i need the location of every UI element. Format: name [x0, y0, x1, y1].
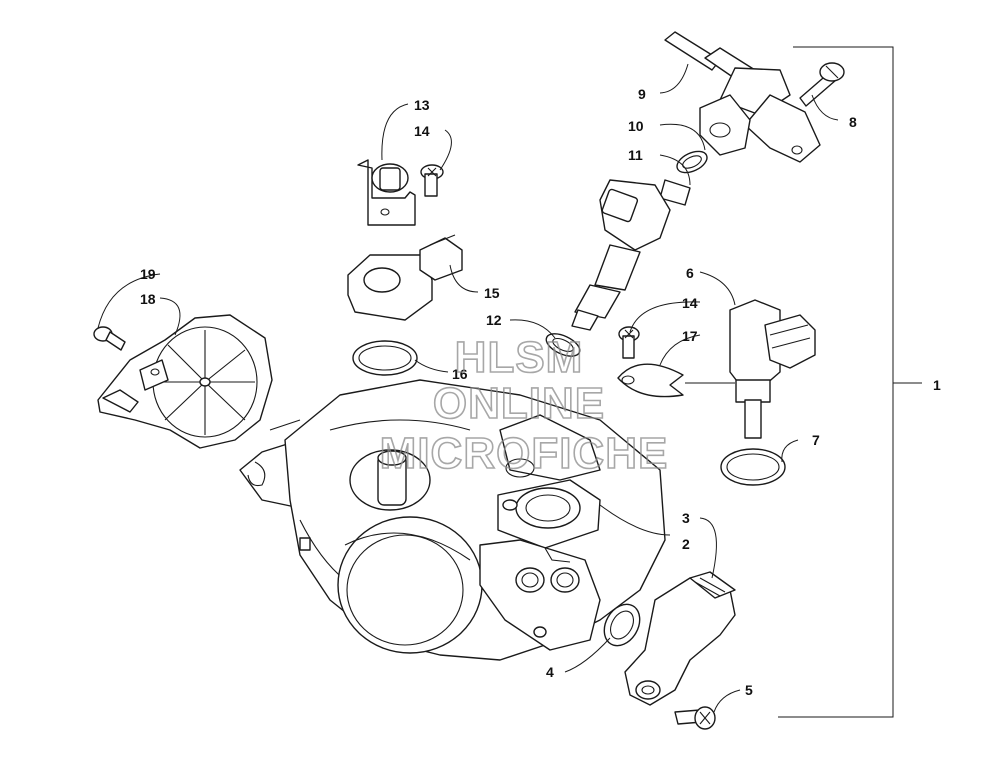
- watermark-line-2: ONLINE: [433, 379, 605, 428]
- callout-3: 3: [682, 510, 690, 526]
- watermark-line-3: MICROFICHE: [380, 429, 669, 478]
- callout-19: 19: [140, 266, 156, 282]
- assembly-bracket: [778, 46, 922, 718]
- callout-11: 11: [628, 147, 643, 163]
- throttle-body: [239, 379, 666, 661]
- clip-17: [617, 363, 684, 398]
- callout-labels: 1 2 3 4 5 6 7 8 9 10 11 12 13 14 14 15 1…: [140, 86, 941, 698]
- screw-19: [93, 326, 126, 351]
- watermark-line-1: HLSM: [455, 333, 584, 382]
- fuel-rail-connector: [664, 31, 821, 163]
- o-ring-16: [352, 340, 418, 376]
- callout-14b: 14: [682, 295, 698, 311]
- callout-6: 6: [686, 265, 694, 281]
- sensor-bracket-13: [357, 159, 416, 226]
- callout-2: 2: [682, 536, 690, 552]
- callout-15: 15: [484, 285, 500, 301]
- callout-1: 1: [933, 377, 941, 393]
- o-ring-7: [720, 448, 786, 486]
- callout-12: 12: [486, 312, 502, 328]
- callout-10: 10: [628, 118, 644, 134]
- callout-13: 13: [414, 97, 430, 113]
- screw-14-upper: [420, 164, 444, 197]
- callout-14a: 14: [414, 123, 430, 139]
- callout-4: 4: [546, 664, 554, 680]
- screw-14-lower: [618, 326, 640, 359]
- watermark: HLSM ONLINE MICROFICHE: [379, 332, 669, 479]
- callout-17: 17: [682, 328, 698, 344]
- screw-8: [799, 62, 845, 107]
- callout-5: 5: [745, 682, 753, 698]
- callout-9: 9: [638, 86, 646, 102]
- screw-5: [674, 706, 716, 730]
- fuel-injector: [571, 179, 691, 331]
- o-ring-4: [603, 603, 641, 647]
- callout-18: 18: [140, 291, 156, 307]
- callout-8: 8: [849, 114, 857, 130]
- map-sensor-15: [347, 234, 463, 321]
- leader-lines: [97, 63, 839, 713]
- temperature-sensor-6: [729, 299, 816, 439]
- callout-16: 16: [452, 366, 468, 382]
- cover-18: [97, 314, 273, 449]
- o-ring-12: [545, 333, 581, 357]
- throttle-position-sensor-3: [624, 571, 736, 706]
- callout-7: 7: [812, 432, 820, 448]
